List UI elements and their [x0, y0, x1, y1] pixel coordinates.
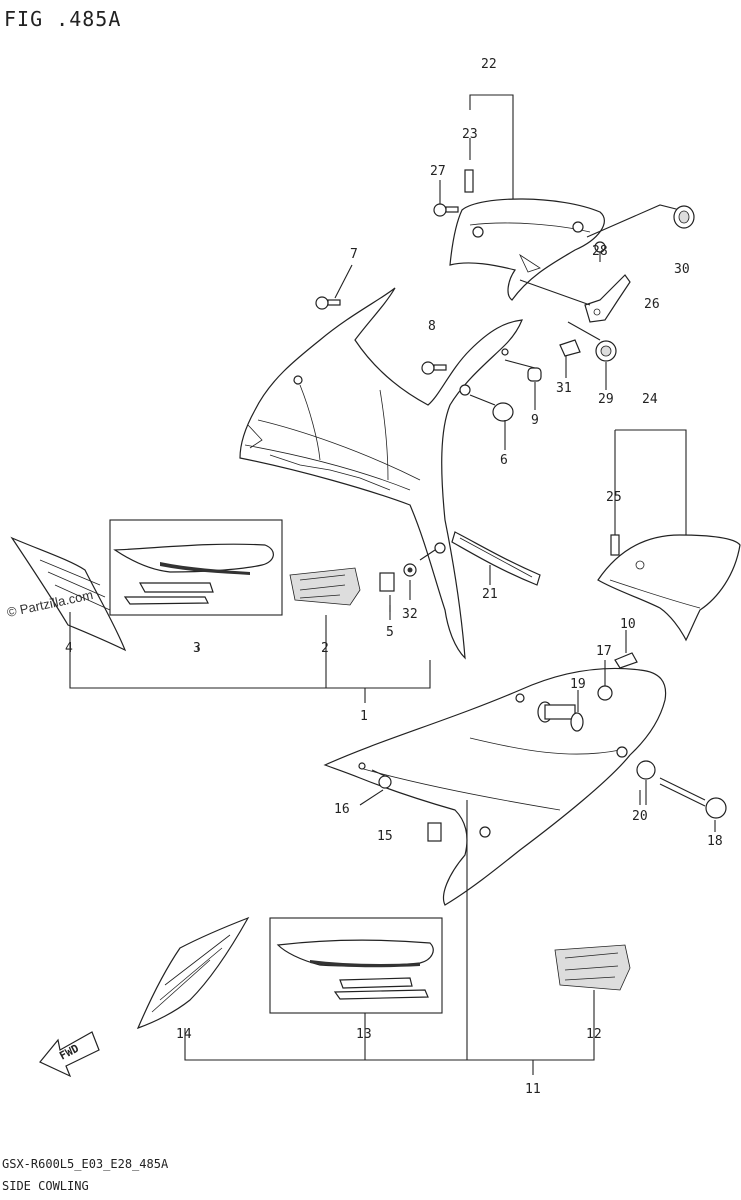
figure-title: FIG .485A — [4, 7, 121, 31]
emblem-2[interactable] — [289, 567, 361, 606]
callout-20: 20 — [632, 809, 648, 824]
callout-14: 14 — [176, 1027, 192, 1042]
clip-32[interactable] — [403, 549, 436, 577]
callout-11: 11 — [525, 1082, 541, 1097]
grommet-29[interactable] — [595, 340, 617, 362]
bolt-16[interactable] — [359, 769, 392, 806]
callout-25: 25 — [606, 490, 622, 505]
callout-21: 21 — [482, 587, 498, 602]
side-cowling-lower-11[interactable] — [323, 667, 667, 906]
bolt-28[interactable] — [594, 241, 606, 262]
callout-19: 19 — [570, 677, 586, 692]
stripe-set-13[interactable] — [269, 917, 443, 1014]
callout-18: 18 — [707, 834, 723, 849]
callout-13: 13 — [356, 1027, 372, 1042]
bolt-7[interactable] — [315, 264, 353, 310]
model-code: GSX-R600L5_E03_E28_485A — [2, 1157, 169, 1171]
callout-22: 22 — [481, 57, 497, 72]
bolt-mid[interactable] — [421, 361, 447, 375]
callout-15: 15 — [377, 829, 393, 844]
callout-31: 31 — [556, 381, 572, 396]
bracket-assembly-22[interactable] — [433, 94, 605, 301]
bolt-18[interactable] — [659, 777, 727, 832]
callout-4: 4 — [65, 641, 73, 656]
callout-16: 16 — [334, 802, 350, 817]
stripe-set-3[interactable] — [109, 519, 283, 616]
callout-10: 10 — [620, 617, 636, 632]
grommet-17[interactable] — [597, 685, 613, 701]
callout-9: 9 — [531, 413, 539, 428]
callout-17: 17 — [596, 644, 612, 659]
callout-6: 6 — [500, 453, 508, 468]
cushion-31[interactable] — [559, 339, 581, 357]
callout-8: 8 — [428, 319, 436, 334]
grommet-30[interactable] — [673, 205, 695, 229]
inner-panel-25[interactable] — [597, 429, 741, 642]
cushion-10[interactable] — [614, 652, 638, 669]
callout-32: 32 — [402, 607, 418, 622]
callout-27: 27 — [430, 164, 446, 179]
stripe-panel-4[interactable] — [10, 536, 127, 652]
nut-9[interactable] — [504, 359, 542, 382]
callout-5: 5 — [386, 625, 394, 640]
side-cowling-upper-1[interactable] — [239, 287, 523, 660]
callout-29: 29 — [598, 392, 614, 407]
callout-1: 1 — [360, 709, 368, 724]
callout-24: 24 — [642, 392, 658, 407]
bracket-26[interactable] — [584, 274, 631, 323]
section-name: SIDE COWLING — [2, 1179, 89, 1193]
emblem-12[interactable] — [554, 944, 631, 991]
fwd-arrow: FWD — [39, 1031, 100, 1078]
callout-26: 26 — [644, 297, 660, 312]
callout-12: 12 — [586, 1027, 602, 1042]
callout-3: 3 — [193, 641, 201, 656]
callout-2: 2 — [321, 641, 329, 656]
stripe-panel-14[interactable] — [136, 916, 250, 1030]
nut-15[interactable] — [427, 822, 442, 842]
callout-23: 23 — [462, 127, 478, 142]
callout-28: 28 — [592, 244, 608, 259]
washer-20[interactable] — [636, 760, 656, 805]
nut-5[interactable] — [379, 572, 395, 592]
strip-21[interactable] — [451, 531, 541, 586]
callout-7: 7 — [350, 247, 358, 262]
grommet-6[interactable] — [469, 394, 514, 422]
spacer-19[interactable] — [537, 690, 584, 732]
callout-30: 30 — [674, 262, 690, 277]
callout-labels: 22 23 27 7 8 28 30 26 31 29 24 9 6 25 21… — [65, 57, 723, 1097]
